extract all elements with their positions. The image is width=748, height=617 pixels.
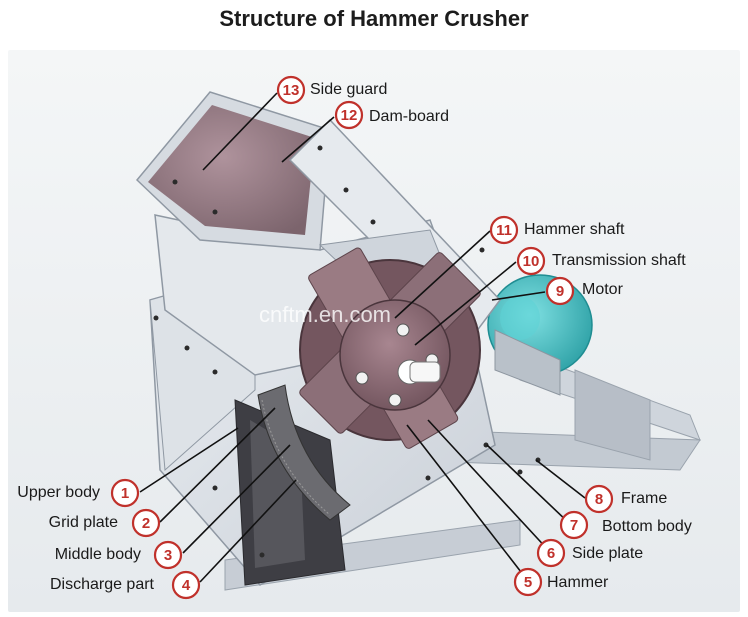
bolt-dots xyxy=(153,145,541,558)
callout-11: 11 Hammer shaft xyxy=(489,215,625,245)
callout-label: Discharge part xyxy=(50,576,155,593)
callout-8: 8 Frame xyxy=(584,484,667,514)
callout-number: 7 xyxy=(570,517,578,534)
callout-13: 13 Side guard xyxy=(276,75,387,105)
rotor-assembly xyxy=(299,247,481,449)
callout-label: Grid plate xyxy=(49,514,118,531)
watermark-text: cnftm.en.com xyxy=(259,302,391,327)
callout-number: 2 xyxy=(142,515,150,532)
callout-label: Dam-board xyxy=(369,108,449,125)
callout-number: 9 xyxy=(556,283,564,300)
callout-label: Transmission shaft xyxy=(552,252,686,269)
callout-label: Hammer shaft xyxy=(524,221,625,238)
diagram-title: Structure of Hammer Crusher xyxy=(219,6,529,31)
callout-5: 5 Hammer xyxy=(513,567,609,597)
callout-4: 4 Discharge part xyxy=(50,570,201,600)
callout-7: 7 Bottom body xyxy=(559,510,692,540)
callout-label: Frame xyxy=(621,490,667,507)
callout-number: 12 xyxy=(341,107,358,124)
callout-number: 6 xyxy=(547,545,555,562)
callout-label: Motor xyxy=(582,281,624,298)
callout-number: 11 xyxy=(496,222,512,239)
callout-label: Bottom body xyxy=(602,518,692,535)
callout-label: Middle body xyxy=(55,546,141,563)
callout-label: Upper body xyxy=(17,484,100,501)
callout-number: 4 xyxy=(182,577,191,594)
callout-2: 2 Grid plate xyxy=(49,508,161,538)
callout-9: 9 Motor xyxy=(545,276,624,306)
callout-1: 1 Upper body xyxy=(17,478,140,508)
callout-3: 3 Middle body xyxy=(55,540,183,570)
callout-number: 13 xyxy=(283,82,300,99)
callout-number: 10 xyxy=(523,253,540,270)
callout-10: 10 Transmission shaft xyxy=(516,246,686,276)
callout-number: 1 xyxy=(121,485,129,502)
callout-number: 5 xyxy=(524,574,532,591)
callout-number: 3 xyxy=(164,547,172,564)
callout-label: Side guard xyxy=(310,81,387,98)
callout-label: Side plate xyxy=(572,545,643,562)
leader-lines xyxy=(139,92,586,583)
callout-12: 12 Dam-board xyxy=(334,100,449,130)
callout-label: Hammer xyxy=(547,574,609,591)
callout-number: 8 xyxy=(595,491,603,508)
callout-6: 6 Side plate xyxy=(536,538,643,568)
